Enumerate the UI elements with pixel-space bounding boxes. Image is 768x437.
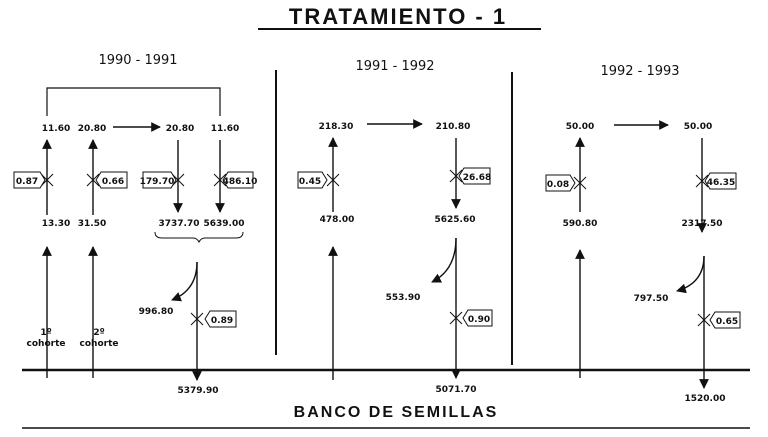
p3-loss-valve — [697, 313, 711, 327]
period-label-1: 1990 - 1991 — [98, 53, 177, 68]
p3-top-value-1: 50.00 — [566, 122, 594, 132]
p1-rate-4: 486.10 — [223, 177, 258, 187]
p1-loss-rate-box — [204, 310, 237, 328]
p2-loss-rate: 0.90 — [468, 315, 490, 325]
p1-rate-3: 179.70 — [140, 177, 175, 187]
p1-cohort2-label-line1: 2º — [93, 328, 104, 338]
p1-bank-value: 5379.90 — [178, 386, 219, 396]
p1-top-value-4: 11.60 — [211, 124, 239, 134]
p2-valve-2 — [449, 169, 463, 183]
p1-sum-brace — [154, 231, 244, 244]
p1-rate-box-3 — [142, 171, 177, 189]
p1-cohort2-label-line2: cohorte — [80, 339, 119, 349]
p1-cohort1-label-line1: 1º — [40, 328, 51, 338]
p1-mid-value-1: 13.30 — [42, 219, 70, 229]
p1-connector-bracket — [46, 87, 221, 116]
p3-valve-1 — [573, 176, 587, 190]
p3-rate-box-2 — [704, 172, 737, 190]
p2-rate-box-2 — [458, 167, 491, 185]
p3-mid-value-1: 590.80 — [563, 219, 598, 229]
p1-loss-valve — [190, 312, 204, 326]
p2-loss-valve — [449, 311, 463, 325]
p1-loss-rate: 0.89 — [211, 316, 233, 326]
p2-loss-value: 553.90 — [386, 293, 421, 303]
p2-rate-box-1 — [297, 171, 328, 189]
p3-bank-value: 1520.00 — [685, 394, 726, 404]
p2-mid-value-2: 5625.60 — [435, 215, 476, 225]
p3-rate-1: 0.08 — [547, 180, 569, 190]
p2-bank-value: 5071.70 — [436, 385, 477, 395]
p2-rate-1: 0.45 — [299, 177, 321, 187]
p2-top-value-2: 210.80 — [436, 122, 471, 132]
p3-top-value-2: 50.00 — [684, 122, 712, 132]
p3-loss-curve — [676, 255, 705, 294]
p1-mid-value-2: 31.50 — [78, 219, 106, 229]
period-label-3: 1992 - 1993 — [600, 64, 679, 79]
p1-rate-box-2 — [95, 171, 128, 189]
p3-loss-value: 797.50 — [634, 294, 669, 304]
p2-rate-2: 26.68 — [463, 173, 491, 183]
p1-rate-2: 0.66 — [102, 177, 124, 187]
p2-mid-value-1: 478.00 — [320, 215, 355, 225]
p1-rate-box-4 — [222, 171, 254, 189]
p3-loss-rate: 0.65 — [716, 317, 738, 327]
p2-valve-1 — [326, 173, 340, 187]
p1-loss-curve — [171, 261, 198, 302]
seed-bank-label: BANCO DE SEMILLAS — [294, 404, 499, 421]
p2-top-value-1: 218.30 — [319, 122, 354, 132]
p1-top-value-3: 20.80 — [166, 124, 194, 134]
p1-mid-value-4: 5639.00 — [204, 219, 245, 229]
p3-rate-box-1 — [545, 174, 576, 192]
p1-valve-4 — [213, 173, 227, 187]
p1-rate-box-1 — [13, 171, 46, 189]
p3-loss-rate-box — [709, 311, 741, 329]
p1-cohort1-label-line2: cohorte — [27, 339, 66, 349]
p2-loss-rate-box — [462, 309, 493, 327]
p1-mid-value-3: 3737.70 — [159, 219, 200, 229]
p1-top-value-2: 20.80 — [78, 124, 106, 134]
p3-valve-2 — [695, 174, 709, 188]
p2-loss-curve — [431, 237, 457, 283]
p1-rate-1: 0.87 — [16, 177, 38, 187]
p1-top-value-1: 11.60 — [42, 124, 70, 134]
p1-loss-value: 996.80 — [139, 307, 174, 317]
p3-mid-value-2: 2317.50 — [682, 219, 723, 229]
diagram-title: TRATAMIENTO - 1 — [289, 4, 507, 29]
p1-valve-2 — [86, 173, 100, 187]
period-label-2: 1991 - 1992 — [355, 59, 434, 74]
p3-rate-2: 46.35 — [707, 178, 735, 188]
